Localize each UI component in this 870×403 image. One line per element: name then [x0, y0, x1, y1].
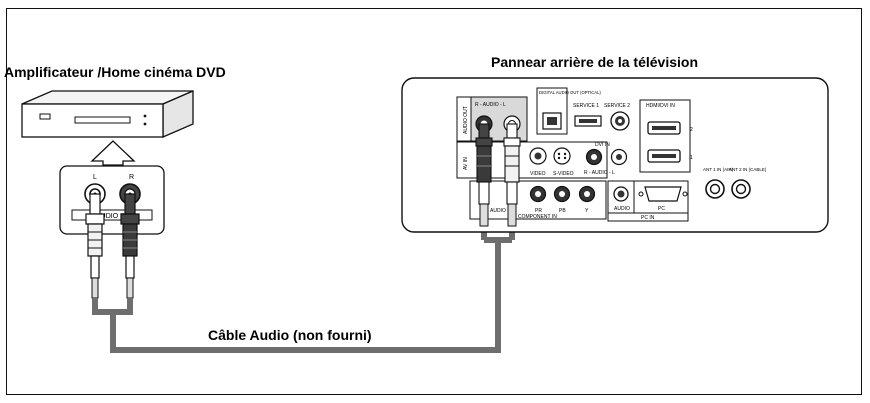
dvi-in-label: DVI IN	[595, 142, 610, 148]
tv-left-plug	[475, 123, 493, 227]
component-pb-label: PB	[559, 208, 566, 214]
amplifier-audio-in-panel: L R AUDIO IN	[59, 165, 165, 235]
svideo-label: S-VIDEO	[553, 171, 574, 177]
ant1-label: ANT 1 IN (AIR)	[703, 167, 734, 172]
pc-in-label: PC IN	[641, 215, 655, 221]
av-in-label: AV IN	[463, 157, 469, 170]
component-in-label: COMPONENT IN	[518, 214, 557, 220]
audio-cable	[92, 225, 515, 353]
service1-label: SERVICE 1	[573, 103, 599, 109]
left-channel-label: L	[93, 174, 97, 181]
audio-cable-label: Câble Audio (non fourni)	[208, 327, 372, 343]
tv-right-plug	[503, 123, 521, 227]
hdmi-label: HDMI/DVI IN	[646, 103, 675, 109]
component-y-label: Y	[585, 208, 589, 214]
up-arrow-icon	[90, 140, 136, 166]
component-pr-label: PR	[535, 208, 542, 214]
digital-audio-out-label: DIGITAL AUDIO OUT (OPTICAL)	[539, 90, 601, 95]
dvi-audio-label: R - AUDIO - L	[584, 170, 615, 176]
audio-out-lr-label: R - AUDIO - L	[475, 102, 506, 108]
ant2-label: ANT 2 IN (CABLE)	[729, 167, 767, 172]
pc-label: PC	[658, 206, 665, 212]
amp-left-plug	[85, 193, 105, 299]
component-audio-label: AUDIO	[490, 208, 506, 214]
hdmi-2-label: 2	[690, 127, 693, 133]
dvd-amplifier-device	[21, 90, 194, 138]
tv-panel-title: Pannear arrière de la télévision	[491, 54, 698, 70]
amp-audio-in-label: AUDIO IN	[96, 213, 127, 220]
hdmi-1-label: 1	[690, 155, 693, 161]
right-channel-label: R	[129, 174, 134, 181]
tv-rear-panel: AUDIO OUT R - AUDIO - L DIGITAL AUDIO OU…	[401, 77, 829, 233]
service2-label: SERVICE 2	[604, 103, 630, 109]
amp-right-plug	[120, 193, 140, 299]
pc-audio-label: AUDIO	[614, 206, 630, 212]
amplifier-title: Amplificateur /Home cinéma DVD	[4, 64, 226, 80]
audio-out-label: AUDIO OUT	[463, 106, 469, 134]
video-label: VIDEO	[530, 171, 546, 177]
